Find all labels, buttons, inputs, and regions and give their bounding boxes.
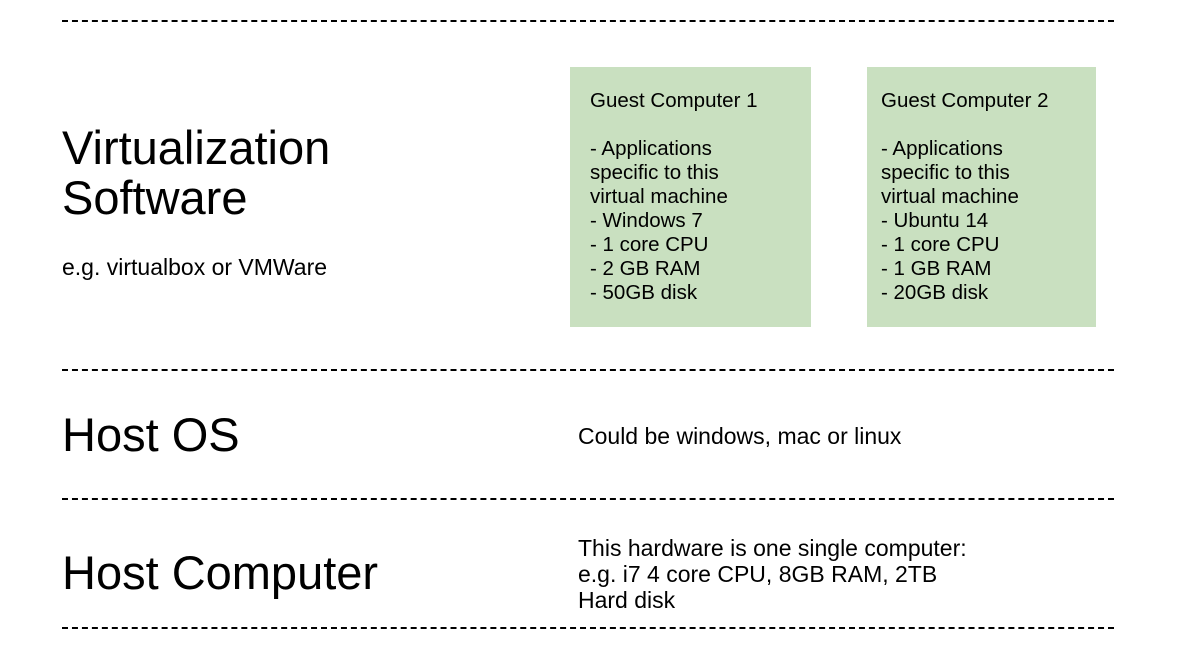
host-computer-description-line: This hardware is one single computer: (578, 535, 967, 561)
divider-virtualization-host-os (62, 369, 1114, 371)
guest-1-line: - 50GB disk (590, 281, 698, 304)
divider-bottom (62, 627, 1114, 629)
guest-2-line: - Applications (881, 137, 1003, 160)
host-os-description: Could be windows, mac or linux (578, 423, 902, 449)
guest-2-line: - 1 core CPU (881, 233, 1000, 256)
guest-computer-2-title: Guest Computer 2 (881, 89, 1049, 112)
guest-computer-1-title: Guest Computer 1 (590, 89, 758, 112)
guest-1-line: virtual machine (590, 185, 728, 208)
virtualization-software-title: Virtualization Software (62, 123, 330, 223)
virtualization-title-line-1: Virtualization (62, 121, 331, 174)
host-computer-description: This hardware is one single computer: e.… (578, 535, 967, 613)
guest-2-line: specific to this (881, 161, 1010, 184)
host-computer-description-line: Hard disk (578, 587, 676, 613)
host-computer-title: Host Computer (62, 546, 379, 599)
divider-top (62, 20, 1114, 22)
guest-computer-2-box: Guest Computer 2 - Applications specific… (867, 67, 1096, 327)
guest-2-line: virtual machine (881, 185, 1019, 208)
guest-1-line: specific to this (590, 161, 719, 184)
guest-2-line: - 20GB disk (881, 281, 989, 304)
guest-computer-1-box: Guest Computer 1 - Applications specific… (570, 67, 811, 327)
host-computer-description-line: e.g. i7 4 core CPU, 8GB RAM, 2TB (578, 561, 938, 587)
virtualization-software-example: e.g. virtualbox or VMWare (62, 254, 328, 280)
host-os-title: Host OS (62, 408, 240, 461)
guest-1-line: - Applications (590, 137, 712, 160)
virtualization-title-line-2: Software (62, 171, 248, 224)
guest-1-line: - Windows 7 (590, 209, 703, 232)
guest-2-line: - 1 GB RAM (881, 257, 992, 280)
guest-1-line: - 2 GB RAM (590, 257, 701, 280)
guest-2-line: - Ubuntu 14 (881, 209, 989, 232)
guest-1-line: - 1 core CPU (590, 233, 709, 256)
divider-host-os-host-computer (62, 498, 1114, 500)
